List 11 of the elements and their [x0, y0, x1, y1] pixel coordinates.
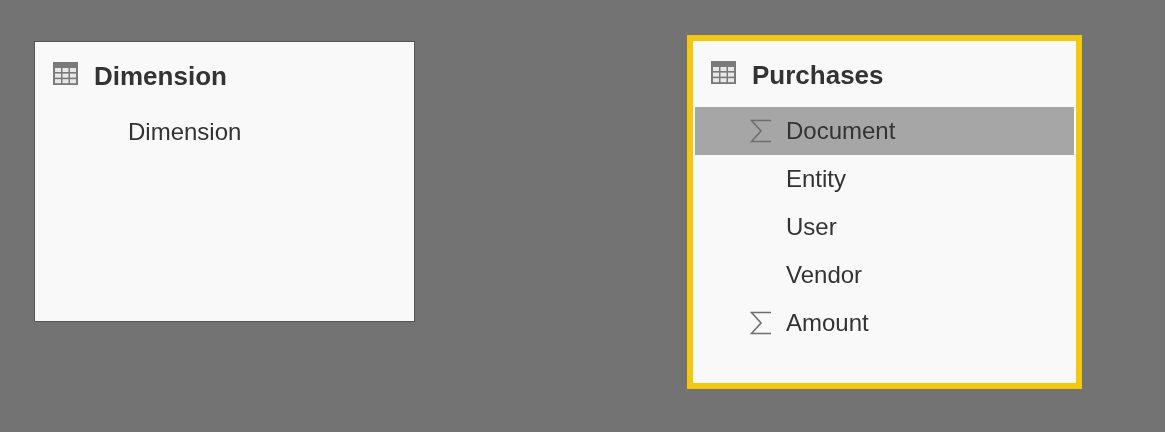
field-name: Entity [786, 164, 847, 194]
table-name: Dimension [94, 60, 227, 92]
table-card [34, 41, 415, 322]
field-name: Dimension [128, 117, 242, 147]
field-name: Vendor [786, 260, 863, 290]
field-name: Document [786, 116, 896, 146]
table-card [687, 35, 1082, 389]
field-name: User [786, 212, 837, 242]
field-name: Amount [786, 308, 869, 338]
table-name: Purchases [752, 59, 884, 91]
highlighted-row [695, 107, 1074, 155]
